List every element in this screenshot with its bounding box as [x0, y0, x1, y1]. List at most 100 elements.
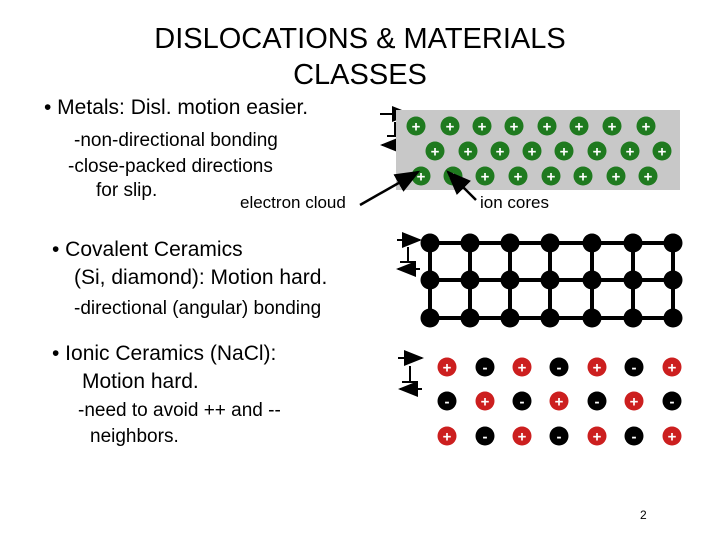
covalent-line2: (Si, diamond): Motion hard. [74, 266, 328, 289]
page-number: 2 [640, 508, 647, 522]
slide-title-line2: CLASSES [293, 59, 427, 91]
ion-core [652, 141, 672, 161]
electron-cloud-label: electron cloud [240, 193, 346, 212]
ion-core-sign: + [547, 168, 556, 185]
ion-core [425, 141, 445, 161]
cation [475, 391, 495, 411]
cation-sign: + [518, 428, 527, 445]
ion-core-sign: + [658, 143, 667, 160]
covalent-atom [540, 270, 560, 290]
cation-sign: + [481, 393, 490, 410]
anion-sign: - [520, 393, 525, 410]
ionic-lattice: +-+-+-+-+-+-+-+-+-+-+ [437, 357, 682, 446]
ion-core-sign: + [412, 118, 421, 135]
ion-core [573, 166, 593, 186]
ion-core-sign: + [642, 118, 651, 135]
dislocation-symbol-ionic [398, 350, 424, 397]
ion-core-sign: + [514, 168, 523, 185]
anion-sign: - [632, 359, 637, 376]
ion-core-grid: ++++++++++++++++++++++++ [406, 116, 672, 186]
ion-core-sign: + [496, 143, 505, 160]
cation-sign: + [443, 428, 452, 445]
ion-core [541, 166, 561, 186]
ion-core [475, 166, 495, 186]
cation [662, 357, 682, 377]
ion-core [620, 141, 640, 161]
anion [549, 357, 569, 377]
covalent-atom [540, 233, 560, 253]
cation-sign: + [593, 359, 602, 376]
ion-core [537, 116, 557, 136]
covalent-atom [582, 233, 602, 253]
cation [437, 426, 457, 446]
anion-sign: - [670, 393, 675, 410]
cation [587, 426, 607, 446]
anion-sign: - [483, 428, 488, 445]
cation [512, 357, 532, 377]
ion-core [638, 166, 658, 186]
anion [512, 391, 532, 411]
ion-core-sign: + [608, 118, 617, 135]
cation-sign: + [668, 359, 677, 376]
ion-core [504, 116, 524, 136]
anion-sign: - [595, 393, 600, 410]
ion-core [587, 141, 607, 161]
ion-core-sign: + [626, 143, 635, 160]
covalent-atom [663, 308, 683, 328]
ion-core-sign: + [478, 118, 487, 135]
cation [624, 391, 644, 411]
covalent-atom [420, 270, 440, 290]
anion [624, 426, 644, 446]
cation-sign: + [518, 359, 527, 376]
covalent-atom [460, 233, 480, 253]
ion-core-sign: + [612, 168, 621, 185]
metals-line2: -close-packed directions [68, 156, 273, 177]
covalent-atom [582, 270, 602, 290]
ion-core [554, 141, 574, 161]
anion [549, 426, 569, 446]
covalent-atom [420, 233, 440, 253]
ion-core [406, 116, 426, 136]
ion-core-sign: + [510, 118, 519, 135]
covalent-atom [623, 308, 643, 328]
ion-core-sign: + [575, 118, 584, 135]
ion-cores-label: ion cores [480, 193, 549, 212]
covalent-atom [663, 233, 683, 253]
covalent-atom [663, 270, 683, 290]
ion-core-sign: + [593, 143, 602, 160]
ion-core [472, 116, 492, 136]
covalent-atom [623, 270, 643, 290]
cation-sign: + [555, 393, 564, 410]
anion [475, 426, 495, 446]
cation-sign: + [593, 428, 602, 445]
anion-sign: - [632, 428, 637, 445]
covalent-lattice [420, 233, 683, 328]
cation [512, 426, 532, 446]
anion-sign: - [483, 359, 488, 376]
cation [549, 391, 569, 411]
ion-core [606, 166, 626, 186]
cation [587, 357, 607, 377]
ionic-line4: neighbors. [90, 426, 179, 447]
cation-sign: + [443, 359, 452, 376]
ionic-line2: Motion hard. [82, 370, 199, 393]
covalent-atom [500, 270, 520, 290]
ion-core-sign: + [560, 143, 569, 160]
ion-core-sign: + [464, 143, 473, 160]
metals-line3: for slip. [96, 180, 158, 201]
ionic-line3: -need to avoid ++ and -- [78, 400, 281, 421]
anion-sign: - [557, 359, 562, 376]
ion-core-sign: + [644, 168, 653, 185]
ion-core [508, 166, 528, 186]
electron-cloud-pointer [359, 170, 421, 207]
dislocation-symbol-covalent [396, 232, 422, 277]
ion-core-sign: + [481, 168, 490, 185]
cation-sign: + [630, 393, 639, 410]
ionic-bullet: • Ionic Ceramics (NaCl): [52, 342, 277, 365]
covalent-atom [540, 308, 560, 328]
anion [624, 357, 644, 377]
ion-core [522, 141, 542, 161]
covalent-atom [460, 308, 480, 328]
covalent-bullet: • Covalent Ceramics [52, 238, 243, 261]
